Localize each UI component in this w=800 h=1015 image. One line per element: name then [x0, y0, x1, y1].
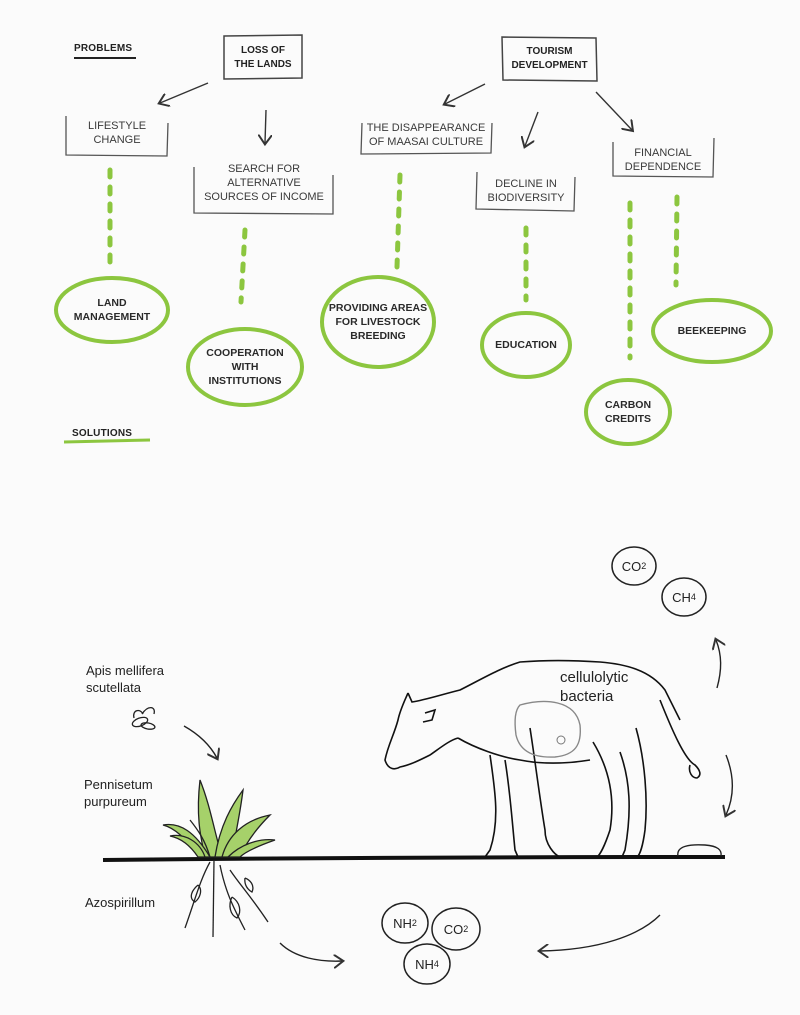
- solution-beekeeping: BEEKEEPING: [677, 325, 747, 337]
- bacteria-icon: [556, 735, 566, 745]
- problem-search-income: SEARCH FOR ALTERNATIVE SOURCES OF INCOME: [204, 163, 324, 203]
- circle-co2-emission: [611, 546, 657, 586]
- problem-financial-dependence: FINANCIAL DEPENDENCE: [624, 147, 702, 173]
- ground-line: [102, 855, 726, 862]
- ellipse-carbon: [584, 378, 672, 446]
- solution-carbon-credits: CARBON CREDITS: [604, 399, 652, 425]
- cellulolytic-bacteria-label: cellulolytic bacteria: [560, 669, 629, 705]
- problem-lifestyle-change: LIFESTYLE CHANGE: [87, 120, 147, 146]
- roots-drawing: [184, 859, 269, 938]
- circle-ch4-emission: [661, 577, 707, 617]
- problem-biodiversity: DECLINE IN BIODIVERSITY: [487, 178, 565, 204]
- ellipse-land-management: [54, 276, 170, 344]
- solution-education: EDUCATION: [495, 339, 557, 351]
- solutions-underline: [63, 438, 151, 444]
- box-search-income: [193, 167, 334, 215]
- root-bacteria-label: Azospirillum: [85, 895, 156, 910]
- circle-nh2: [381, 902, 429, 944]
- dung-drawing: [677, 844, 722, 857]
- solution-livestock-areas: PROVIDING AREAS FOR LIVESTOCK BREEDING: [328, 302, 428, 342]
- problems-header: PROBLEMS: [74, 43, 133, 54]
- box-biodiversity: [475, 171, 576, 212]
- bee-drawing: [131, 706, 156, 730]
- problem-maasai-culture: THE DISAPPEARANCE OF MAASAI CULTURE: [366, 122, 486, 148]
- grass-drawing: [162, 779, 276, 858]
- bee-species-label: Apis mellifera scutellata: [86, 663, 165, 695]
- box-tourism-development: [501, 36, 598, 82]
- solutions-header: SOLUTIONS: [72, 428, 133, 439]
- box-maasai-culture: [360, 122, 493, 155]
- solution-cooperation: COOPERATION WITH INSTITUTIONS: [206, 347, 284, 387]
- root-problem-tourism: TOURISM DEVELOPMENT: [511, 46, 588, 71]
- cow-drawing: [384, 659, 701, 858]
- circle-co2-soil: [431, 907, 481, 951]
- box-lifestyle-change: [65, 116, 169, 157]
- ellipse-beekeeping: [651, 298, 773, 364]
- ellipse-livestock: [320, 275, 436, 369]
- circle-nh4: [403, 943, 451, 985]
- stomach-drawing: [514, 700, 582, 758]
- root-problem-loss-of-lands: LOSS OF THE LANDS: [234, 45, 292, 70]
- grass-species-label: Pennisetum purpureum: [84, 777, 153, 809]
- box-loss-of-lands: [223, 34, 303, 80]
- box-financial: [612, 137, 715, 178]
- solution-land-management: LAND MANAGEMENT: [73, 297, 151, 323]
- ellipse-education: [480, 311, 572, 379]
- ellipse-cooperation: [186, 327, 304, 407]
